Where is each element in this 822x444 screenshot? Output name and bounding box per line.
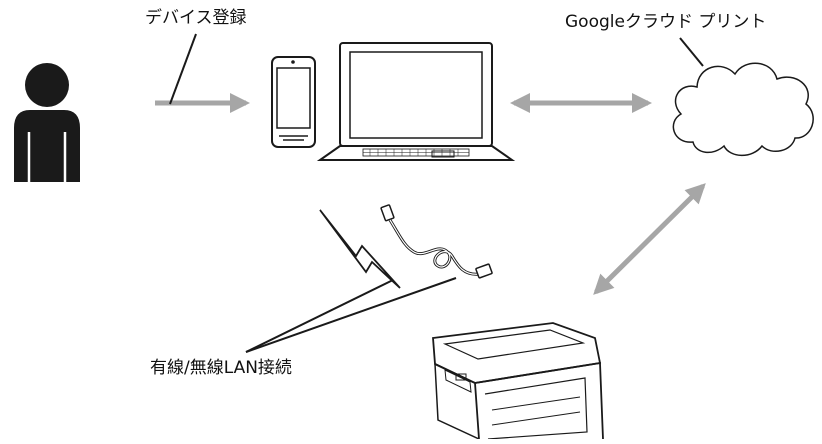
cloud-print-label: Googleクラウド プリント — [565, 12, 767, 32]
lan-connection-label: 有線/無線LAN接続 — [150, 358, 292, 378]
ethernet-cable-icon — [380, 204, 493, 279]
cloud-printer-arrow — [593, 183, 706, 295]
device-registration-label: デバイス登録 — [145, 8, 247, 28]
lan-callout-lines — [245, 277, 457, 353]
person-icon — [14, 63, 80, 182]
cloud-icon — [672, 62, 814, 157]
wireless-signal-icon — [319, 209, 401, 289]
registration-callout-line — [169, 33, 197, 105]
printer-icon — [432, 322, 604, 440]
smartphone-icon — [271, 56, 316, 148]
cloud-callout-line — [679, 37, 704, 67]
laptop-icon — [316, 42, 516, 161]
